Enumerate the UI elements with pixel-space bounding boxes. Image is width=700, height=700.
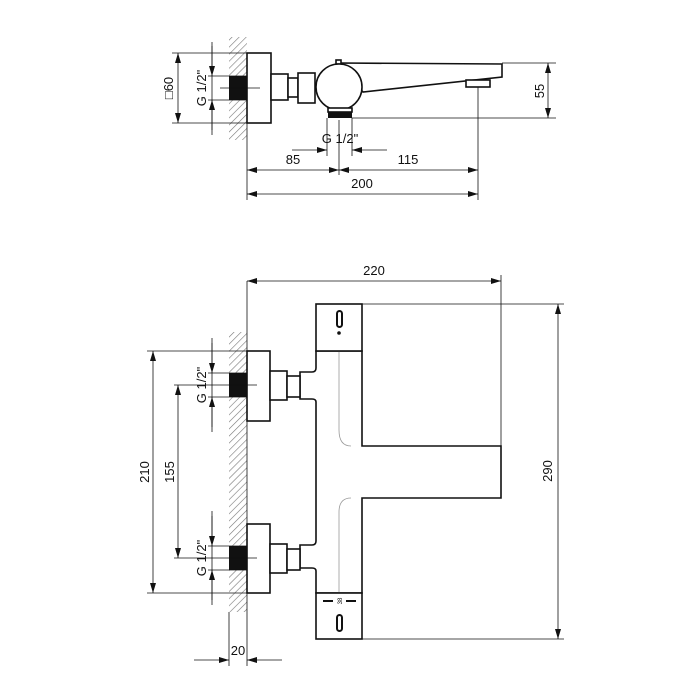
bottom-thread bbox=[328, 112, 352, 118]
bottom-outlet bbox=[327, 107, 353, 113]
upper-flange bbox=[246, 350, 271, 422]
outlet bbox=[465, 79, 491, 88]
dim-inlet-spacing: 155 bbox=[162, 461, 177, 483]
dim-height: 55 bbox=[532, 84, 547, 98]
dim-flange-size: □60 bbox=[161, 77, 176, 99]
front-view: 38 220 290 210 155 G 1/2" G 1/2 bbox=[137, 263, 564, 666]
mixer-body bbox=[315, 63, 363, 111]
lower-flange bbox=[246, 523, 271, 594]
top-view: □60 G 1/2" 55 G 1/2" 85 115 200 bbox=[161, 37, 556, 200]
connector bbox=[270, 73, 289, 101]
lower-nut bbox=[286, 548, 301, 571]
nut bbox=[287, 77, 299, 98]
dim-inlet-spacing-outer: 210 bbox=[137, 461, 152, 483]
body bbox=[299, 350, 502, 594]
nut bbox=[297, 72, 316, 104]
dim-wall-depth: 20 bbox=[231, 643, 245, 658]
handle-mark-icon bbox=[336, 310, 343, 328]
dim-center-to-outlet: 115 bbox=[398, 152, 419, 167]
dim-left-to-center: 85 bbox=[286, 152, 300, 167]
dim-thread-bottom: G 1/2" bbox=[322, 131, 359, 146]
dot-icon bbox=[337, 331, 341, 335]
upper-nut bbox=[286, 375, 301, 398]
dim-width: 220 bbox=[363, 263, 385, 278]
lower-connector bbox=[269, 543, 288, 574]
handle-mark-icon bbox=[336, 614, 343, 632]
dim-total: 200 bbox=[351, 176, 373, 191]
wall-hatch bbox=[229, 332, 247, 612]
knob-temperature-label: 38 bbox=[338, 597, 344, 604]
upper-connector bbox=[269, 370, 288, 401]
dim-thread-left: G 1/2" bbox=[194, 69, 209, 106]
dim-thread-upper: G 1/2" bbox=[194, 366, 209, 403]
dim-thread-lower: G 1/2" bbox=[194, 539, 209, 576]
dim-height: 290 bbox=[540, 460, 555, 482]
